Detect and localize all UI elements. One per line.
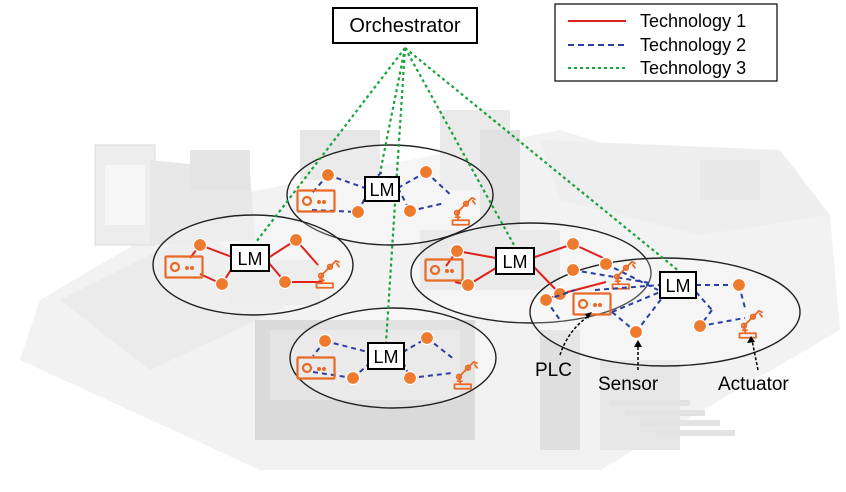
factory-floor-background [20, 110, 840, 470]
orchestrator-label: Orchestrator [349, 15, 460, 37]
lm-label-left: LM [237, 249, 262, 269]
legend-label-technology-1: Technology 1 [640, 11, 746, 31]
lm-label-bottom: LM [373, 347, 398, 367]
callout-plc: PLC [535, 360, 572, 381]
cluster-top: LM [296, 164, 476, 226]
legend-label-technology-2: Technology 2 [640, 35, 746, 55]
technology-3-links [255, 47, 681, 344]
cluster-left: LM [164, 232, 340, 292]
lm-label-mid-right: LM [502, 252, 527, 272]
lm-label-right: LM [665, 276, 690, 296]
cluster-right: LM [538, 271, 763, 340]
callout-actuator: Actuator [718, 374, 789, 395]
lm-box-top [364, 176, 400, 202]
cluster-bottom: LM [296, 330, 478, 390]
lm-box-bottom [367, 342, 405, 370]
lm-box-mid-right [495, 247, 535, 275]
callout-arrows [559, 314, 759, 371]
lm-box-left [230, 244, 270, 272]
callout-sensor: Sensor [598, 374, 659, 395]
cluster-mid-right: LM [424, 236, 659, 302]
orchestrator-box [332, 7, 478, 44]
legend-label-technology-3: Technology 3 [640, 58, 746, 78]
sensor-node-icon [628, 324, 644, 340]
lm-box-right [659, 271, 697, 299]
lm-label-top: LM [369, 180, 394, 200]
legend: Technology 1 Technology 2 Technology 3 [554, 3, 778, 82]
